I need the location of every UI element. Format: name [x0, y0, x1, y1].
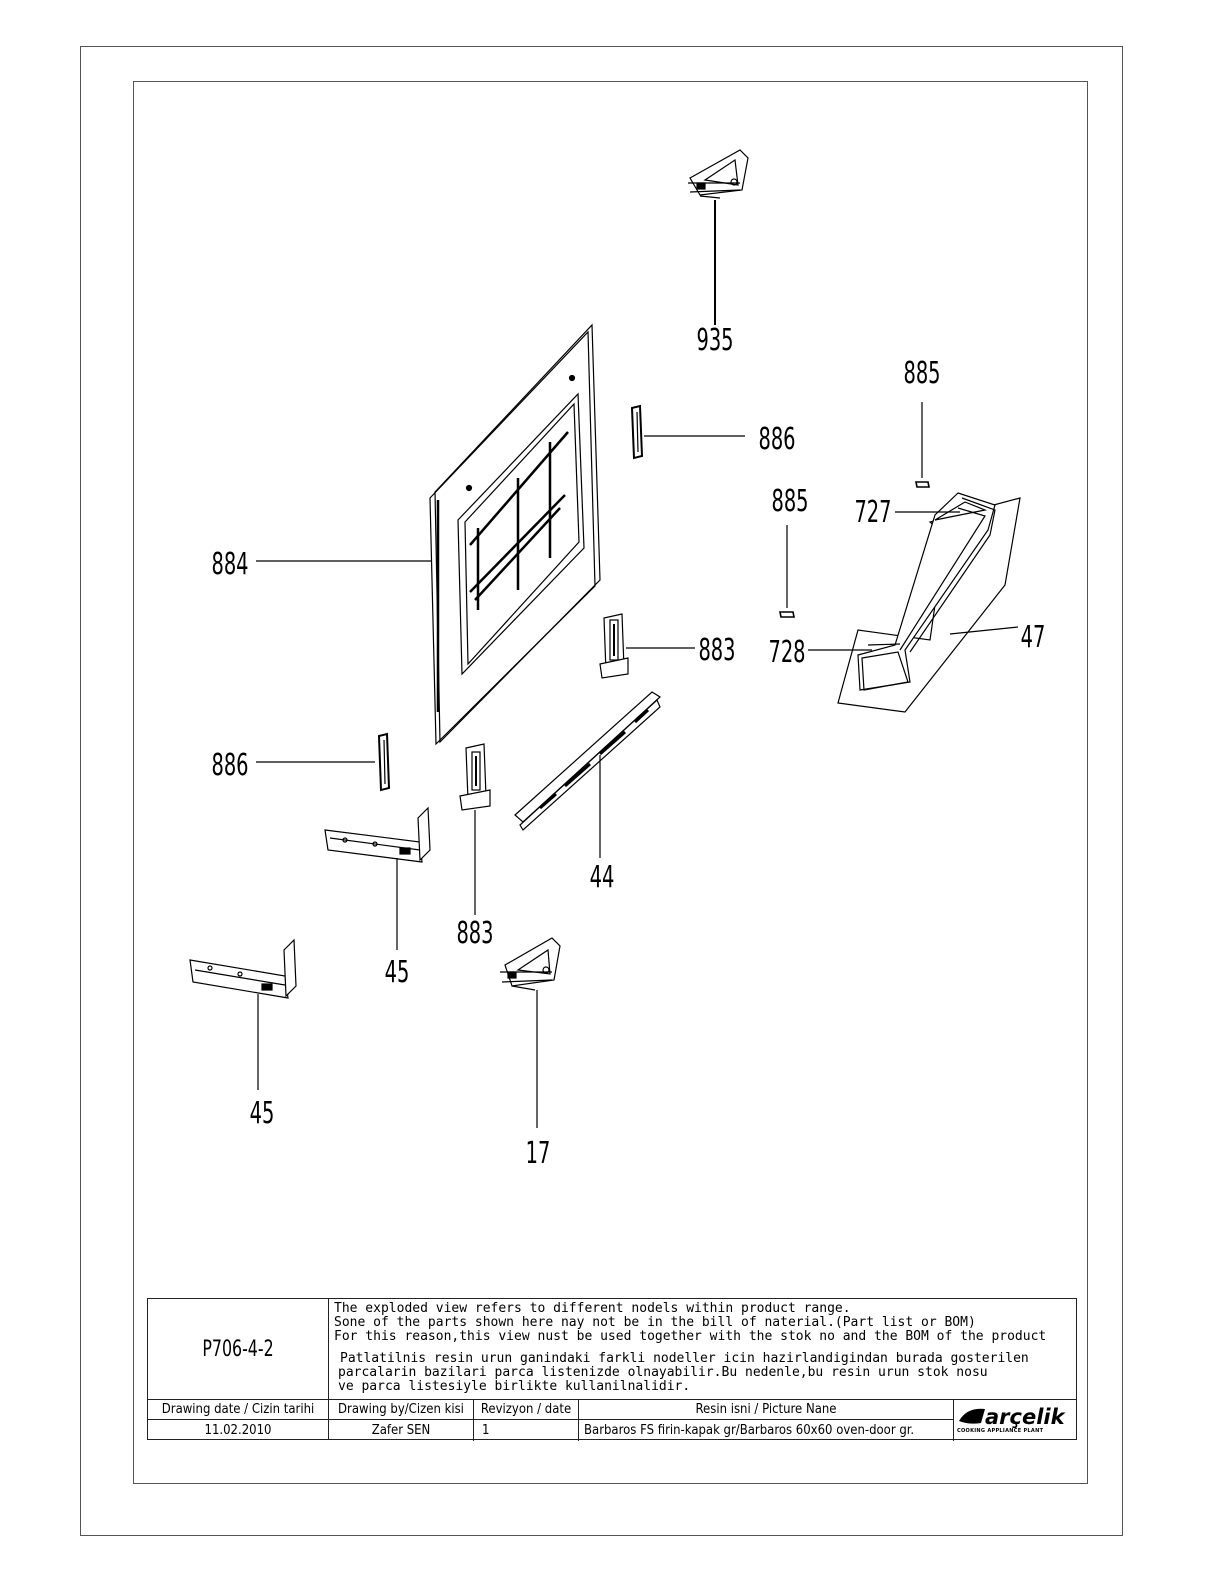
label-886-lower: 886: [211, 749, 248, 783]
part-886-spacer-upper: [630, 404, 745, 460]
picture-name-label: Resin isni / Picture Nane: [695, 1402, 837, 1417]
revision-label: Revizyon / date: [480, 1402, 572, 1417]
arcelik-logo-icon: [959, 1408, 985, 1424]
inner-border: [133, 81, 1088, 1484]
label-727: 727: [854, 496, 891, 530]
part-883-insert-upper: [599, 613, 695, 679]
part-47-handle: [808, 492, 1021, 713]
part-45-hinge-lower: [189, 938, 297, 1090]
drawing-date-label: Drawing date / Cizin tarihi: [161, 1402, 315, 1417]
revision-value: 1: [482, 1422, 490, 1438]
drawing-code: P706-4-2: [202, 1336, 274, 1362]
part-44-rail: [514, 691, 661, 858]
note-tr-line-1: Patlatilnis resin urun ganindaki farkli …: [340, 1351, 1029, 1366]
drawing-by-label: Drawing by/Cizen kisi: [338, 1402, 464, 1417]
label-883-upper: 883: [698, 634, 735, 668]
note-en-line-1: The exploded view refers to different no…: [334, 1301, 851, 1316]
outer-border: [80, 46, 1123, 1536]
label-45-upper: 45: [385, 956, 410, 990]
label-884: 884: [211, 548, 248, 582]
arcelik-logo: arçelik COOKING APPLIANCE PLANT: [953, 1399, 1078, 1441]
part-17-hinge-bracket: [500, 937, 561, 1128]
note-en-line-2: Sone of the parts shown here nay not be …: [334, 1315, 976, 1330]
label-935: 935: [696, 324, 733, 358]
note-en-line-3: For this reason,this view nust be used t…: [334, 1329, 1047, 1344]
callout-labels: 935 885 886 885 727 884 883 728 47 886 4…: [211, 324, 1045, 1171]
picture-name-value: Barbaros FS firin-kapak gr/Barbaros 60x6…: [584, 1422, 915, 1438]
drawing-by-value: Zafer SEN: [371, 1422, 431, 1438]
part-885-screw-lower: [779, 525, 795, 618]
label-885-upper: 885: [903, 357, 940, 391]
label-44: 44: [590, 861, 615, 895]
note-tr-line-3: ve parca listesiyle birlikte kullanilnal…: [338, 1379, 691, 1394]
part-885-screw-upper: [915, 402, 930, 488]
part-883-insert-lower: [459, 743, 491, 915]
title-block: P706-4-2 The exploded view refers to dif…: [147, 1298, 1078, 1441]
label-886-upper: 886: [758, 423, 795, 457]
label-883-lower: 883: [456, 917, 493, 951]
label-47: 47: [1021, 621, 1046, 655]
part-886-spacer-lower: [256, 732, 391, 792]
arcelik-logo-text: arçelik: [985, 1405, 1065, 1429]
label-885-lower: 885: [771, 485, 808, 519]
part-935-hinge-bracket: [688, 149, 749, 325]
arcelik-logo-subtitle: COOKING APPLIANCE PLANT: [957, 1428, 1044, 1434]
drawing-date-value: 11.02.2010: [204, 1422, 272, 1438]
label-17: 17: [526, 1137, 551, 1171]
label-45-lower: 45: [250, 1097, 275, 1131]
note-tr-line-2: parcalarin bazilari parca listenizde oln…: [338, 1365, 988, 1380]
part-45-hinge-upper: [324, 806, 431, 950]
label-728: 728: [768, 636, 805, 670]
part-884-door-panel: [256, 323, 601, 746]
